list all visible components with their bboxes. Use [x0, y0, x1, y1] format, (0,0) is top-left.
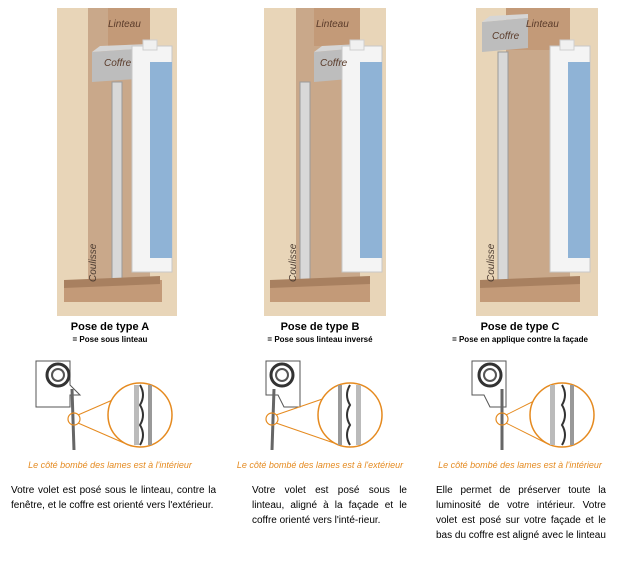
caption-c: Le côté bombé des lames est à l'intérieu… — [438, 460, 602, 470]
label-linteau-a: Linteau — [108, 19, 141, 30]
label-coulisse-a: Coulisse — [88, 243, 99, 282]
pose-subtitle-a: = Pose sous linteau — [72, 335, 148, 344]
installation-illustration-a — [57, 8, 177, 316]
label-coffre-c: Coffre — [492, 31, 520, 42]
description-b: Votre volet est posé sous le linteau, al… — [252, 485, 407, 526]
label-linteau-b: Linteau — [316, 19, 349, 30]
label-coulisse-b: Coulisse — [288, 243, 299, 282]
slat-detail-a — [35, 360, 173, 451]
shutter-box-c — [482, 18, 528, 52]
label-coffre-b: Coffre — [320, 58, 348, 69]
pose-title-c: Pose de type C — [480, 321, 560, 333]
column-type-c: Linteau Coffre Coulisse Pose de type C =… — [420, 0, 630, 563]
slat-detail-c — [471, 360, 595, 450]
window-glass-a — [150, 62, 172, 258]
description-a: Votre volet est posé sous le linteau, co… — [11, 485, 216, 511]
label-coffre-a: Coffre — [104, 58, 132, 69]
caption-b: Le côté bombé des lames est à l'extérieu… — [236, 460, 404, 470]
installation-illustration-b — [264, 8, 386, 316]
guide-rail-c — [497, 51, 509, 283]
slat-detail-b — [265, 360, 383, 451]
pose-subtitle-b: = Pose sous linteau inversé — [267, 335, 373, 344]
guide-rail-b — [299, 81, 311, 283]
label-coulisse-c: Coulisse — [486, 243, 497, 282]
caption-a: Le côté bombé des lames est à l'intérieu… — [28, 460, 192, 470]
zoom-circle-a — [107, 382, 173, 448]
column-type-b: Linteau Coffre Coulisse Pose de type B =… — [210, 0, 420, 563]
roll-icon-a — [45, 362, 71, 388]
pose-title-a: Pose de type A — [70, 321, 150, 333]
description-c: Elle permet de préserver toute la lumino… — [436, 485, 606, 541]
column-type-a: Linteau Coffre Coulisse Pose de type A =… — [0, 0, 216, 563]
guide-rail-a — [111, 81, 123, 281]
pose-subtitle-c: = Pose en applique contre la façade — [452, 335, 588, 344]
label-linteau-c: Linteau — [526, 19, 559, 30]
pose-title-b: Pose de type B — [280, 321, 360, 333]
installation-illustration-c — [476, 8, 598, 316]
